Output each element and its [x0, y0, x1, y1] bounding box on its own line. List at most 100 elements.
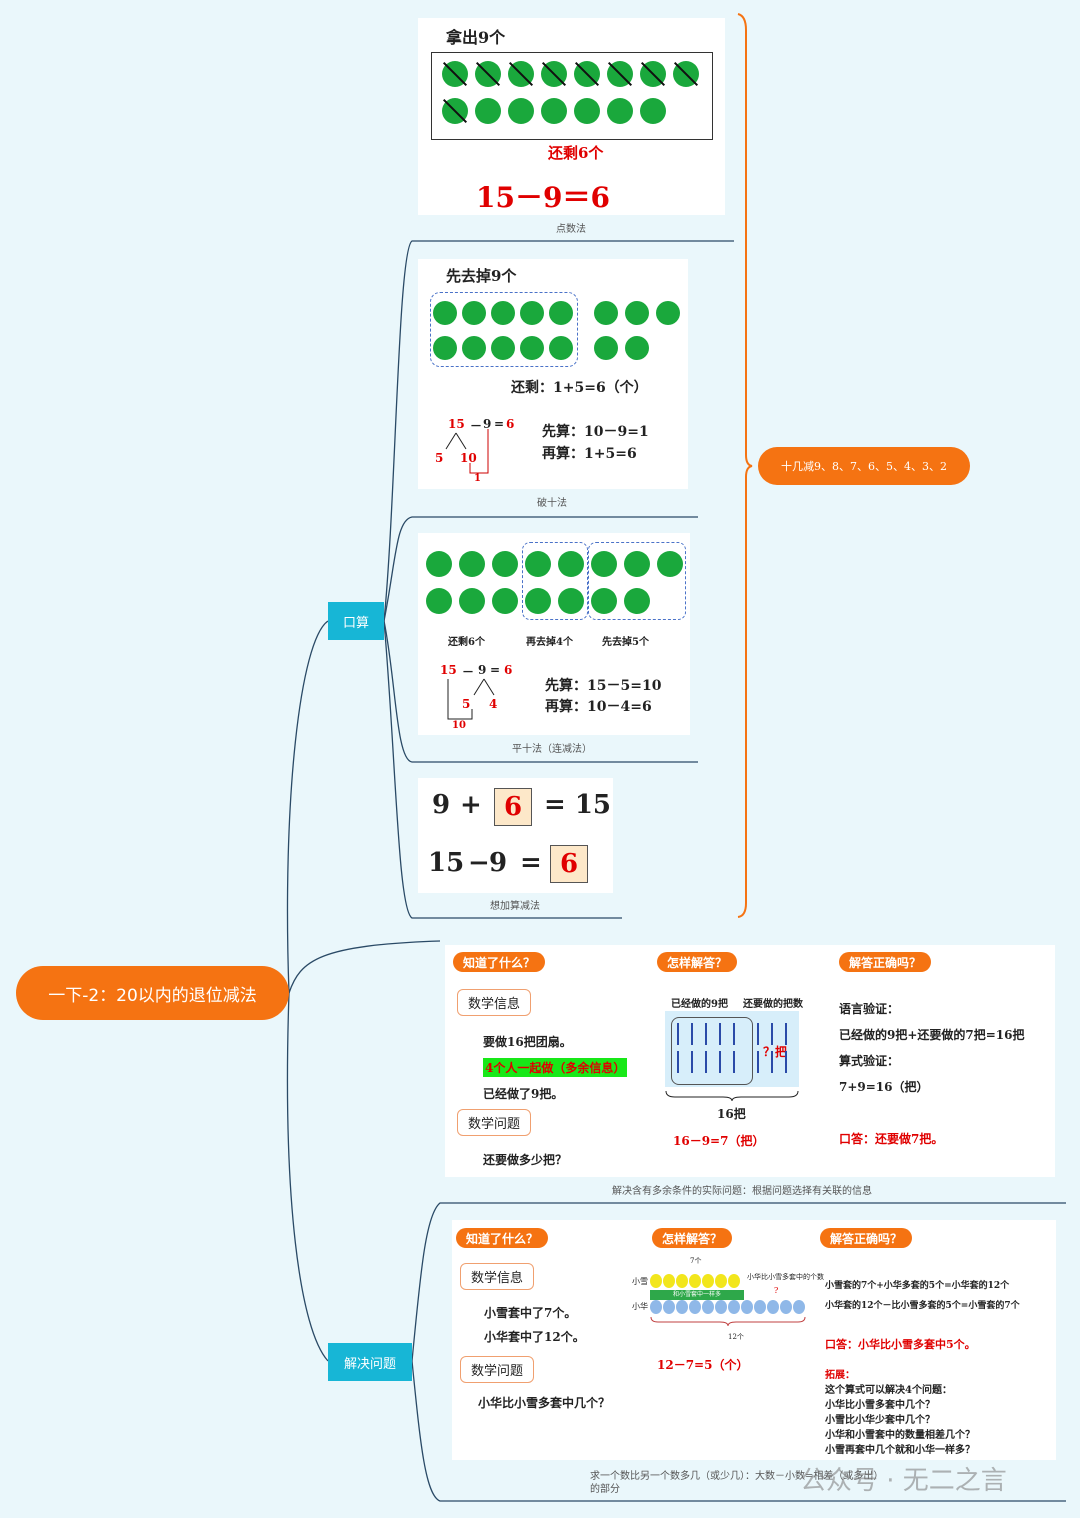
card2-eq-a: 15	[448, 417, 465, 431]
card2-split-lines	[445, 429, 489, 479]
ring-hua	[767, 1300, 779, 1314]
counter-dot	[624, 551, 650, 577]
ring-hua	[793, 1300, 805, 1314]
card2-split-1: 1	[474, 473, 481, 484]
counter-dot	[574, 98, 600, 124]
fan-stick	[733, 1051, 735, 1073]
card4-c: 9	[489, 848, 508, 878]
counter-dot	[520, 301, 544, 325]
card5-line1: 要做16把团扇。	[483, 1035, 572, 1049]
counter-dot	[475, 61, 501, 87]
counter-dot	[558, 588, 584, 614]
card5-verify4: 7+9=16（把）	[839, 1080, 929, 1094]
card6-tag-know: 知道了什么？	[456, 1228, 549, 1248]
counter-dot	[442, 98, 468, 124]
root-topic[interactable]: 一下-2：20以内的退位减法	[16, 966, 289, 1020]
card6-answer: 口答：小华比小雪多套中5个。	[825, 1338, 976, 1351]
card3-split-5: 5	[462, 697, 471, 711]
counter-dot	[591, 588, 617, 614]
card6-line1: 小雪套中了7个。	[484, 1306, 577, 1320]
card6-diagram-bottom: 12个	[728, 1333, 744, 1341]
card6-question: 小华比小雪多套中几个？	[478, 1396, 611, 1410]
card6-diagram-xue: 小雪	[632, 1277, 648, 1286]
card-level-ten: 还剩6个 再去掉4个 先去掉5个 15 － 9 = 6 5 4 10 先算：15…	[418, 533, 690, 735]
card3-split-10: 10	[452, 720, 466, 731]
fan-stick	[719, 1051, 721, 1073]
card2-group-frame	[430, 292, 578, 367]
card1-title: 拿出9个	[446, 28, 506, 47]
card6-ext1: 这个算式可以解决4个问题：	[825, 1385, 952, 1396]
card2-eq-op: －	[470, 419, 483, 433]
ring-hua	[689, 1300, 701, 1314]
counter-dot	[640, 61, 666, 87]
card5-diagram-total: 16把	[717, 1107, 746, 1121]
card6-info-tag: 数学信息	[460, 1263, 535, 1290]
card6-brace	[650, 1316, 806, 1326]
counter-dot	[433, 336, 457, 360]
card6-diagram-top: 7个	[690, 1257, 702, 1265]
card6-ext2: 小华比小雪多套中几个？	[825, 1400, 935, 1411]
counter-dot	[558, 551, 584, 577]
card5-info-tag: 数学信息	[457, 989, 532, 1016]
card2-eq-eq: =	[494, 417, 505, 431]
card5-tag-check: 解答正确吗？	[839, 952, 932, 972]
caption-extra-info: 解决含有多余条件的实际问题：根据问题选择有关联的信息	[612, 1186, 872, 1197]
counter-dot	[475, 98, 501, 124]
card-think-add: 9 + 6 = 15 15 − 9 = 6	[418, 778, 613, 893]
card5-question-tag: 数学问题	[457, 1109, 532, 1136]
caption-level-ten: 平十法（连减法）	[512, 744, 592, 755]
counter-dot	[433, 301, 457, 325]
fan-stick	[719, 1023, 721, 1045]
caption-compare-1: 求一个数比另一个数多几（或少几）：大数－小数=相差（或多出）	[590, 1471, 884, 1482]
card6-tag-how: 怎样解答？	[652, 1228, 733, 1248]
card3-eq-eq: =	[490, 663, 501, 677]
branch-jiejue[interactable]: 解决问题	[328, 1343, 412, 1381]
card3-group-mid	[522, 542, 588, 620]
card5-tag-how: 怎样解答？	[657, 952, 738, 972]
ring-hua	[715, 1300, 727, 1314]
card3-split-4: 4	[489, 697, 498, 711]
counter-dot	[426, 551, 452, 577]
fan-stick	[785, 1023, 787, 1045]
counter-dot	[442, 61, 468, 87]
ring-xue	[702, 1274, 714, 1288]
ring-hua	[754, 1300, 766, 1314]
card5-verify2: 已经做的9把+还要做的7把=16把	[839, 1028, 1025, 1042]
card-break-ten: 先去掉9个 还剩：1+5=6（个） 15 － 9 = 6 5 10 1 先算：1…	[418, 259, 688, 489]
card5-brace	[665, 1090, 799, 1101]
counter-dot	[549, 301, 573, 325]
counter-dot	[607, 98, 633, 124]
counter-dot	[525, 588, 551, 614]
card2-first: 先算：10－9=1	[542, 424, 649, 440]
ring-hua	[741, 1300, 753, 1314]
card4-answer-box-2: 6	[550, 845, 588, 883]
fan-stick	[691, 1023, 693, 1045]
card6-diagram-equal-bar: 和小雪套中一样多	[650, 1290, 744, 1300]
counter-dot	[625, 301, 649, 325]
ring-xue	[676, 1274, 688, 1288]
summary-pill[interactable]: 十几减9、8、7、6、5、4、3、2	[758, 447, 970, 485]
card2-split-5: 5	[435, 451, 444, 465]
card5-diagram-group	[671, 1017, 753, 1085]
card4-answer-box: 6	[494, 788, 532, 826]
counter-dot	[594, 301, 618, 325]
fan-stick	[757, 1051, 759, 1073]
counter-dot	[508, 61, 534, 87]
card6-tag-check: 解答正确吗？	[820, 1228, 913, 1248]
branch-kousuan[interactable]: 口算	[328, 602, 384, 640]
counter-dot	[525, 551, 551, 577]
card6-diagram-q: ?	[774, 1286, 779, 1295]
card5-diagram-question: ？把	[763, 1045, 788, 1059]
counter-dot	[657, 551, 683, 577]
card3-label-right: 先去掉5个	[602, 637, 649, 648]
card6-diagram-hua: 小华	[632, 1302, 648, 1311]
card6-result1: 小雪套的7个+小华多套的5个=小华套的12个	[825, 1281, 1010, 1291]
card1-frame	[431, 52, 713, 140]
card4-eq: =	[520, 848, 542, 878]
card1-equation: 15－9＝6	[476, 181, 610, 214]
card5-diagram-bg	[665, 1011, 799, 1087]
card2-eq-r: 6	[506, 417, 515, 431]
ring-hua	[676, 1300, 688, 1314]
card2-split-10: 10	[460, 451, 477, 465]
ring-xue	[663, 1274, 675, 1288]
